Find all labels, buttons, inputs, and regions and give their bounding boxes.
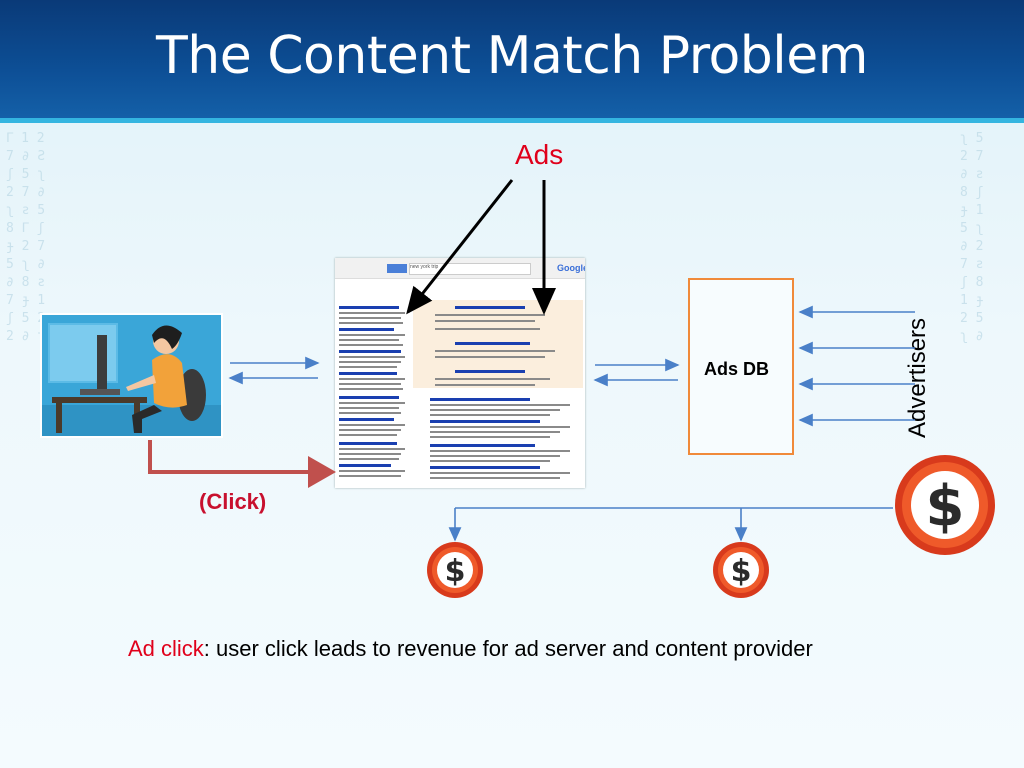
click-label: (Click) bbox=[199, 489, 267, 514]
slide-title: The Content Match Problem bbox=[156, 26, 868, 86]
title-underline bbox=[0, 118, 1024, 123]
search-engine-logo: Google bbox=[557, 263, 585, 273]
click-path-arrow bbox=[148, 440, 336, 488]
result-lines bbox=[339, 306, 570, 479]
background-texture-right: ʅ 5 2 7 ∂ ƨ 8 ʃ ɟ 1 5 ʅ ∂ 2 7 ƨ ʃ 8 1 ɟ … bbox=[960, 131, 984, 344]
ads-db-box bbox=[688, 278, 794, 455]
dollar-coin-icon: $ bbox=[713, 542, 769, 598]
svg-text:$: $ bbox=[445, 554, 466, 589]
ads-label: Ads bbox=[515, 139, 564, 170]
caption-term: Ad click bbox=[128, 636, 204, 661]
slide-caption: Ad click: user click leads to revenue fo… bbox=[128, 636, 813, 662]
svg-text:$: $ bbox=[926, 474, 965, 539]
user-at-computer-illustration bbox=[40, 313, 223, 438]
ads-arrow-left bbox=[406, 179, 514, 315]
svg-text:$: $ bbox=[731, 554, 752, 589]
ads-db-label: Ads DB bbox=[704, 359, 770, 379]
caption-text: : user click leads to revenue for ad ser… bbox=[203, 636, 813, 661]
dollar-coin-icon: $ bbox=[895, 455, 995, 555]
dollar-coin-icon: $ bbox=[427, 542, 483, 598]
search-button bbox=[387, 264, 407, 273]
title-bar bbox=[0, 0, 1024, 118]
